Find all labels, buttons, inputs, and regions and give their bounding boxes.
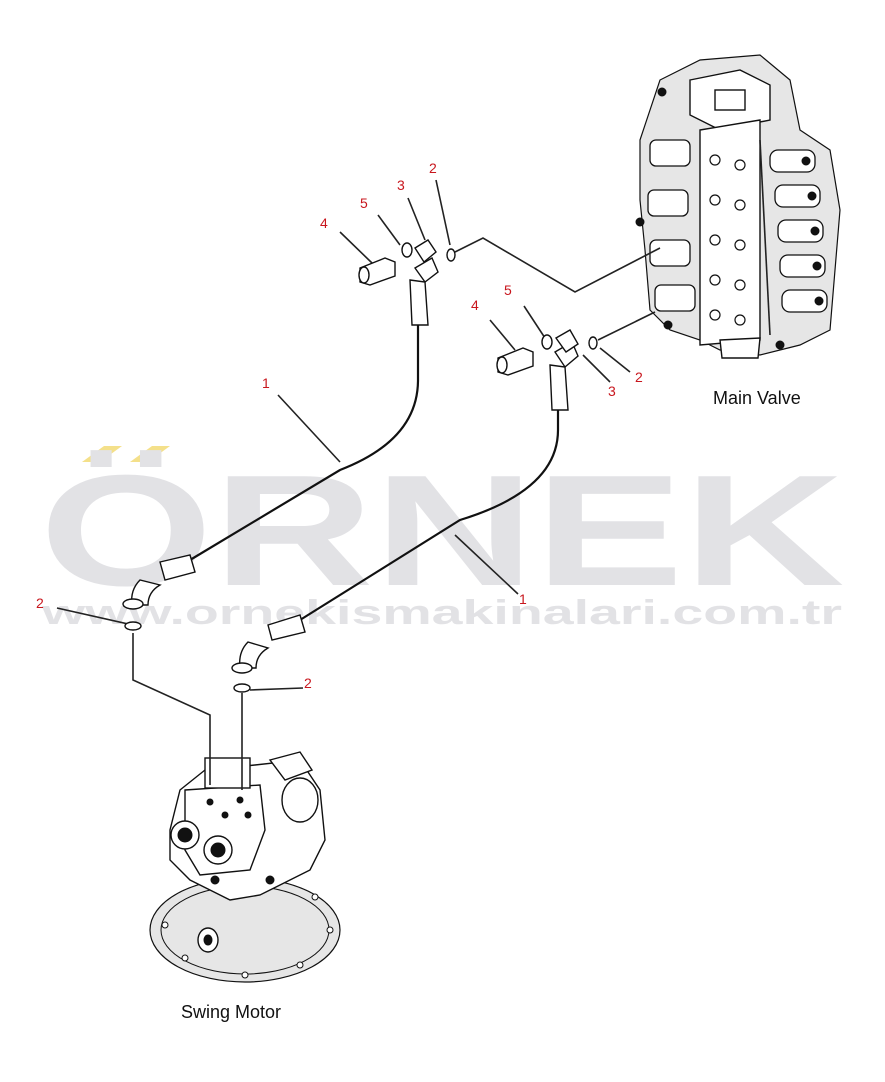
watermark-accent-left — [82, 446, 122, 462]
swing-motor-label: Swing Motor — [181, 1002, 281, 1022]
callout-5-top: 5 — [360, 195, 368, 211]
callout-1-lower: 1 — [519, 591, 527, 607]
watermark: ÖRNEK www.ornekismakinalari.com.tr — [40, 443, 845, 632]
callout-1-upper: 1 — [262, 375, 270, 391]
callout-4-lower: 4 — [471, 297, 479, 313]
watermark-accent-right — [130, 446, 170, 462]
callout-2-right: 2 — [635, 369, 643, 385]
hose-upper — [122, 256, 439, 610]
watermark-url: www.ornekismakinalari.com.tr — [40, 594, 842, 632]
callout-2-bottom: 2 — [304, 675, 312, 691]
callout-2-left: 2 — [36, 595, 44, 611]
main-valve — [635, 54, 841, 359]
swing-motor — [149, 751, 341, 983]
hose-lower — [231, 340, 579, 674]
callout-5-lower: 5 — [504, 282, 512, 298]
callouts: 1 1 2 2 2 2 3 3 4 4 5 5 — [36, 160, 643, 691]
leader-lines — [56, 179, 661, 790]
main-valve-label: Main Valve — [713, 388, 801, 408]
fittings-upper — [358, 239, 456, 286]
callout-2-top: 2 — [429, 160, 437, 176]
o-rings-motor — [124, 621, 251, 693]
callout-3-lower: 3 — [608, 383, 616, 399]
callout-3-top: 3 — [397, 177, 405, 193]
fittings-lower — [496, 329, 598, 376]
callout-4-top: 4 — [320, 215, 328, 231]
